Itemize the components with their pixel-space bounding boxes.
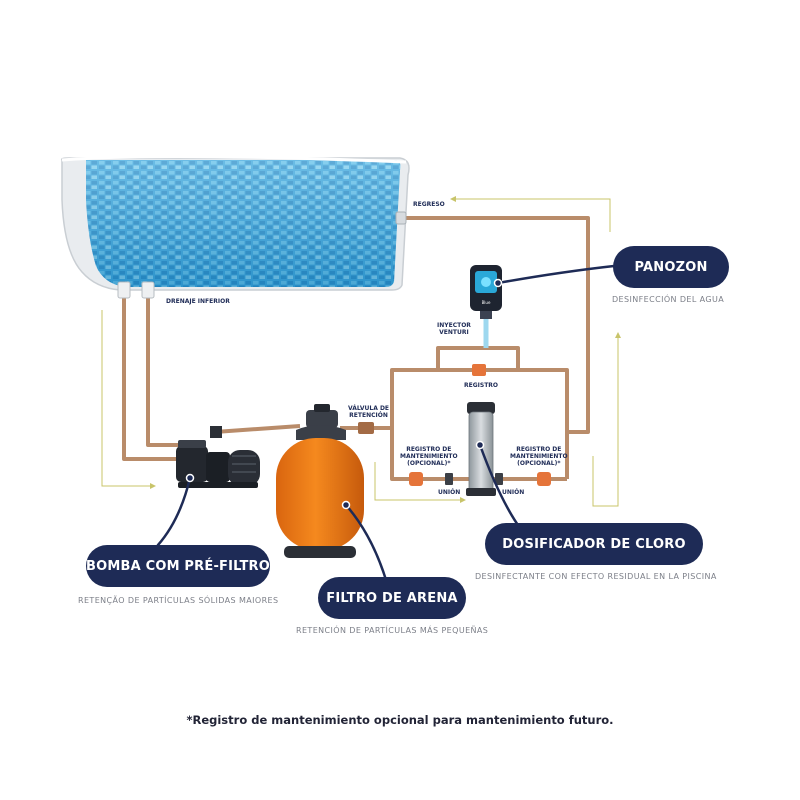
- panozon-subtitle: DESINFECCIÓN DEL AGUA: [612, 295, 725, 304]
- dosificador-subtitle: DESINFECTANTE CON EFECTO RESIDUAL EN LA …: [475, 572, 717, 581]
- flow-arrows: [101, 196, 621, 507]
- inyector-venturi-label: INYECTOR VENTURI: [437, 322, 471, 336]
- inyector-venturi-line-2: VENTURI: [439, 329, 469, 336]
- filtro-callout: FILTRO DE ARENA: [318, 577, 466, 619]
- bomba-callout: BOMBA COM PRÉ-FILTRO: [86, 545, 270, 587]
- callout-dots: [185, 278, 503, 510]
- registro-mant-right-line-1: REGISTRO DE: [516, 446, 562, 453]
- valvula-retencion-line-2: RETENCIÓN: [349, 412, 388, 419]
- drenaje-inferior-label: DRENAJE INFERIOR: [166, 298, 230, 305]
- panozon-device: [470, 265, 502, 348]
- registro-valve: [472, 364, 486, 376]
- filtro-subtitle: RETENCIÓN DE PARTÍCULAS MÁS PEQUEÑAS: [296, 626, 489, 635]
- pump: [176, 426, 260, 488]
- valves: [358, 364, 551, 486]
- panozon-device-text: Blue: [482, 300, 491, 305]
- registro-mant-left-label: REGISTRO DE MANTENIMIENTO (OPCIONAL)*: [400, 446, 458, 467]
- registro-mant-left-line-2: MANTENIMIENTO: [400, 453, 458, 460]
- union-right-label: UNIÓN: [502, 489, 525, 496]
- inyector-venturi-line-1: INYECTOR: [437, 322, 471, 329]
- registro-mant-right-line-3: (OPCIONAL)*: [517, 460, 561, 467]
- union-right-fitting: [495, 473, 503, 485]
- callout-lines: [156, 264, 616, 582]
- check-valve: [358, 422, 374, 434]
- pool: [60, 154, 410, 299]
- chlorine-doser: [466, 402, 496, 496]
- registro-mant-left-line-3: (OPCIONAL)*: [407, 460, 451, 467]
- registro-mant-right-label: REGISTRO DE MANTENIMIENTO (OPCIONAL)*: [510, 446, 568, 467]
- footnote: *Registro de mantenimiento opcional para…: [186, 713, 614, 727]
- bomba-subtitle: RETENÇÃO DE PARTÍCULAS SÓLIDAS MAIORES: [78, 596, 279, 605]
- sand-filter: [276, 404, 364, 558]
- registro-mant-right-line-2: MANTENIMIENTO: [510, 453, 568, 460]
- panozon-callout: PANOZON: [613, 246, 729, 288]
- registro-mant-left-line-1: REGISTRO DE: [406, 446, 452, 453]
- union-left-label: UNIÓN: [438, 489, 461, 496]
- registro-label: REGISTRO: [464, 382, 499, 389]
- valvula-retencion-line-1: VÁLVULA DE: [348, 405, 390, 412]
- registro-mant-right-valve: [537, 472, 551, 486]
- union-left-fitting: [445, 473, 453, 485]
- dosificador-callout: DOSIFICADOR DE CLORO: [485, 523, 703, 565]
- regreso-label: REGRESO: [413, 201, 445, 208]
- registro-mant-left-valve: [409, 472, 423, 486]
- valvula-retencion-label: VÁLVULA DE RETENCIÓN: [348, 405, 389, 419]
